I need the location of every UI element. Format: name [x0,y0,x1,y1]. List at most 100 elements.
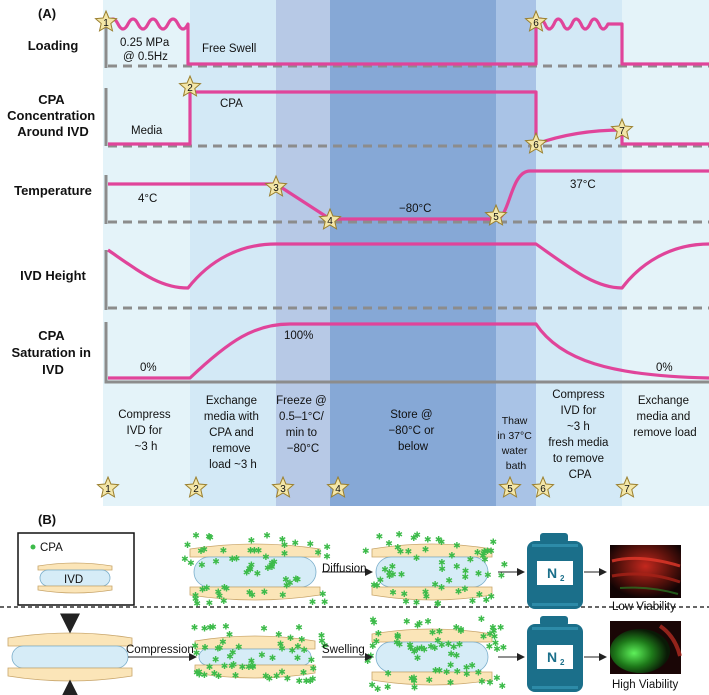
temp-4c-label: 4°C [138,193,157,205]
cpa-dot-icon: ✱ [216,592,224,602]
cpa-dot-icon: ✱ [247,565,255,575]
cpa-dot-icon: ✱ [370,619,378,629]
cpa-dot-icon: ✱ [321,598,329,608]
step-3-text: Freeze @ 0.5–1°C/ min to −80°C [276,395,330,455]
cpa-dot-icon: ✱ [427,643,435,653]
cpa-dot-icon: ✱ [193,599,201,609]
ivd-height-curve [107,242,709,290]
cpa-dot-icon: ✱ [434,637,442,647]
step-1-text: Compress IVD for ~3 h [118,409,174,453]
cpa-dot-icon: ✱ [376,532,384,542]
endplate-top [7,632,133,647]
cpa-dot-icon: ✱ [457,626,465,636]
cpa-dot-icon: ✱ [198,561,206,571]
row-label-cpa-concentration: CPA Concentration Around IVD [7,92,99,139]
cpa-dot-icon: ✱ [463,663,471,673]
cpa-dot-icon: ✱ [205,533,213,543]
cpa-dot-icon: ✱ [406,641,414,651]
ivd-disc-top-1: ✱✱✱✱✱✱✱✱✱✱✱✱✱✱✱✱✱✱✱✱✱✱✱✱✱✱✱✱✱✱✱✱✱✱✱✱✱✱✱✱… [181,532,331,610]
n2-label-bottom: N [547,649,557,665]
cpa-dot-icon: ✱ [233,555,241,565]
cpa-dot-icon: ✱ [377,576,385,586]
cpa-dot-icon: ✱ [486,678,494,688]
step-star-number: 2 [193,484,199,495]
cpa-dot-icon: ✱ [480,633,488,643]
cpa-dot-icon: ✱ [402,598,410,608]
cpa-dot-icon: ✱ [484,547,492,557]
cpa-dot-icon: ✱ [181,555,189,565]
cpa-dot-icon: ✱ [323,543,331,553]
cpa-dot-icon: ✱ [192,592,200,602]
step-star-icon [615,475,639,498]
cpa-dot-icon: ✱ [321,641,329,651]
cpa-dot-icon: ✱ [246,565,254,575]
cpa-dot-icon: ✱ [278,645,286,655]
cpa-dot-icon: ✱ [424,618,432,628]
cpa-dot-icon: ✱ [246,589,254,599]
cpa-dot-icon: ✱ [228,662,236,672]
cpa-dot-icon: ✱ [450,643,458,653]
cpa-dot-icon: ✱ [478,677,486,687]
step-star-number: 7 [624,484,630,495]
cpa-dot-icon: ✱ [292,575,300,585]
baselines [108,64,709,310]
cpa-dot-icon: ✱ [201,644,209,654]
cpa-dot-icon: ✱ [429,629,437,639]
cpa-dot-icon: ✱ [410,677,418,687]
cpa-dot-icon: ✱ [431,581,439,591]
cpa-dot-icon: ✱ [413,531,421,541]
cpa-dot-icon: ✱ [229,649,237,659]
legend-box: CPA IVD [17,532,135,606]
step-star-icon [326,475,350,498]
cpa-dot-icon: ✱ [191,642,199,652]
cpa-dot-icon: ✱ [284,674,292,684]
cpa-dot-icon: ✱ [369,616,377,626]
cpa-dot-icon: ✱ [248,561,256,571]
low-viability-label: Low Viability [612,601,676,613]
cpa-dot-icon: ✱ [248,536,256,546]
cpa-dot-icon: ✱ [408,675,416,685]
step-descriptions: Compress IVD for ~3 h Exchange media wit… [118,389,696,481]
cpa-dot-icon: ✱ [422,546,430,556]
low-viability-image [610,545,681,598]
cpa-dot-icon: ✱ [201,625,209,635]
step-star-number: 6 [533,18,539,29]
cpa-dot-icon: ✱ [248,591,256,601]
cpa-dot-icon: ✱ [281,541,289,551]
cpa-dot-icon: ✱ [498,571,506,581]
step-star-icon [264,174,288,197]
cpa-dot-icon: ✱ [469,597,477,607]
cpa-dot-icon: ✱ [187,559,195,569]
cpa-dot-icon: ✱ [192,532,200,542]
cpa-dot-icon: ✱ [490,627,498,637]
cpa-dot-icon: ✱ [195,668,203,678]
cpa-dot-icon: ✱ [486,630,494,640]
disc-body [11,645,129,669]
cpa-dot-icon: ✱ [279,535,287,545]
cpa-dot-icon: ✱ [221,584,229,594]
cpa-dot-icon: ✱ [262,672,270,682]
ivd-disc-compressed-left [7,632,133,682]
cpa-dot-icon: ✱ [243,569,251,579]
cpa-dot-icon: ✱ [410,534,418,544]
cpa-dot-icon: ✱ [296,677,304,687]
cpa-dot-icon: ✱ [414,645,422,655]
cpa-dot-icon: ✱ [201,671,209,681]
cpa-dot-icon: ✱ [264,564,272,574]
cpa-dot-icon: ✱ [435,535,443,545]
cpa-dot-icon: ✱ [447,650,455,660]
cpa-dot-icon: ✱ [414,654,422,664]
cpa-dot-icon: ✱ [386,569,394,579]
cpa-dot-icon: ✱ [220,597,228,607]
cpa-dot-icon: ✱ [275,630,283,640]
cpa-dot-icon: ✱ [483,596,491,606]
cpa-dot-icon: ✱ [403,618,411,628]
cpa-dot-icon: ✱ [478,615,486,625]
cpa-dot-icon: ✱ [211,670,219,680]
cpa-dot-icon: ✱ [461,585,469,595]
cpa-dot-icon: ✱ [448,552,456,562]
cpa-dot-icon: ✱ [488,592,496,602]
step-star-number: 6 [540,484,546,495]
cpa-dot-icon: ✱ [235,643,243,653]
cpa-dot-icon: ✱ [247,546,255,556]
